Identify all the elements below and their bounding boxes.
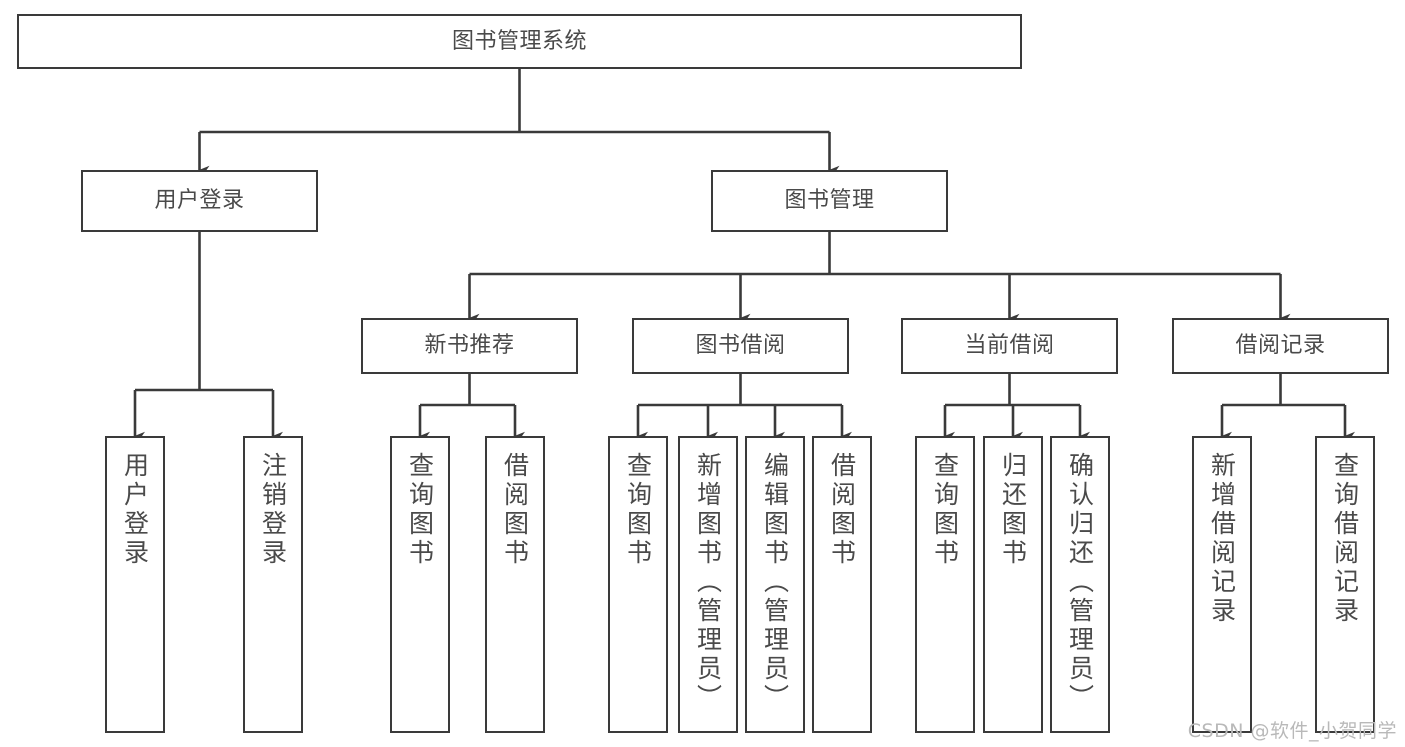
node-label: 图书借阅 [695, 333, 786, 359]
node-label: 归还图书 [998, 452, 1028, 568]
node-label: 新增借阅记录 [1207, 452, 1237, 626]
node-label: 图书管理 [784, 188, 875, 214]
node-label: 借阅图书 [500, 452, 530, 568]
node-label: 借阅记录 [1235, 333, 1326, 359]
node-label: 确认归还（管理员） [1065, 452, 1095, 713]
root-node-0[interactable]: 图书管理系统 [17, 14, 1022, 69]
node-label: 查询图书 [930, 452, 960, 568]
leaf-node-4[interactable]: 查询图书 [608, 436, 668, 733]
leaf-node-3[interactable]: 借阅图书 [485, 436, 545, 733]
node-label: 图书管理系统 [451, 28, 587, 54]
leaf-node-0[interactable]: 用户登录 [105, 436, 165, 733]
node-label: 用户登录 [120, 452, 150, 568]
leaf-node-9[interactable]: 归还图书 [983, 436, 1043, 733]
leaf-node-7[interactable]: 借阅图书 [812, 436, 872, 733]
node-label: 查询图书 [405, 452, 435, 568]
leaf-node-6[interactable]: 编辑图书（管理员） [745, 436, 805, 733]
node-label: 新增图书（管理员） [693, 452, 723, 713]
leaf-node-1[interactable]: 注销登录 [243, 436, 303, 733]
level3-node-1[interactable]: 图书借阅 [632, 318, 849, 374]
node-label: 用户登录 [154, 188, 245, 214]
leaf-node-11[interactable]: 新增借阅记录 [1192, 436, 1252, 733]
node-label: 借阅图书 [827, 452, 857, 568]
node-label: 查询图书 [623, 452, 653, 568]
node-label: 查询借阅记录 [1330, 452, 1360, 626]
leaf-node-12[interactable]: 查询借阅记录 [1315, 436, 1375, 733]
leaf-node-2[interactable]: 查询图书 [390, 436, 450, 733]
node-label: 新书推荐 [424, 333, 515, 359]
leaf-node-5[interactable]: 新增图书（管理员） [678, 436, 738, 733]
level3-node-0[interactable]: 新书推荐 [361, 318, 578, 374]
node-label: 编辑图书（管理员） [760, 452, 790, 713]
leaf-node-8[interactable]: 查询图书 [915, 436, 975, 733]
level3-node-2[interactable]: 当前借阅 [901, 318, 1118, 374]
leaf-node-10[interactable]: 确认归还（管理员） [1050, 436, 1110, 733]
level3-node-3[interactable]: 借阅记录 [1172, 318, 1389, 374]
node-label: 当前借阅 [964, 333, 1055, 359]
level2-node-0[interactable]: 用户登录 [81, 170, 318, 232]
level2-node-1[interactable]: 图书管理 [711, 170, 948, 232]
node-label: 注销登录 [258, 452, 288, 568]
